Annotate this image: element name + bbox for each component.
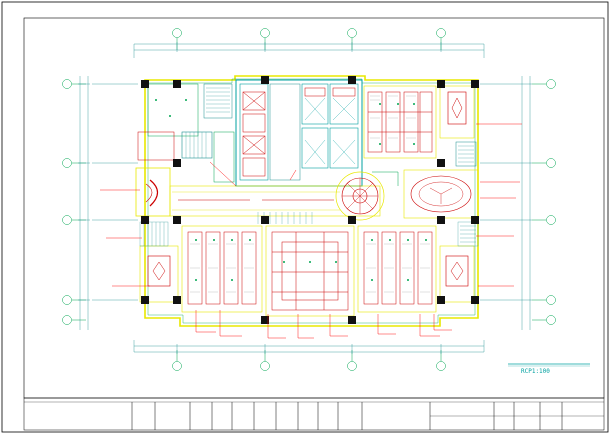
grid-bubble-left-2 [62,158,72,168]
grid-bubble-left-3 [62,215,72,225]
corridor [169,185,381,217]
drawing-frame [23,17,605,399]
grid-bubble-right-1 [546,79,556,89]
rotunda [335,171,399,221]
scale-bar [508,363,590,367]
grid-bubble-right-5 [546,315,556,325]
grid-bubble-left-5 [62,315,72,325]
grid-bubble-right-2 [546,158,556,168]
grid-bubble-right-4 [546,295,556,305]
dimension-lines [78,42,532,354]
grid-bubble-bottom-2 [260,361,270,371]
grid-bubble-top-2 [260,28,270,38]
grid-bubble-left-4 [62,295,72,305]
title-block [23,397,605,431]
grid-bubble-left-1 [62,79,72,89]
grid-bubble-top-4 [436,28,446,38]
annotation-leaders [100,123,522,339]
room-upper-right [363,85,437,159]
grid-bubble-top-3 [347,28,357,38]
grid-bubble-bottom-3 [347,361,357,371]
floor-plan [135,75,479,327]
grid-bubble-bottom-1 [172,361,182,371]
room-lower-right [357,225,437,313]
grid-bubble-right-3 [546,215,556,225]
grid-bubble-bottom-4 [436,361,446,371]
grid-bubble-top-1 [172,28,182,38]
structural-columns [141,76,479,324]
room-lower-center [265,225,355,317]
drawing-scale-label: RCP1:100 [521,368,550,375]
room-upper-left [147,83,199,137]
exterior-wall [144,75,479,327]
room-lower-left [181,225,263,313]
